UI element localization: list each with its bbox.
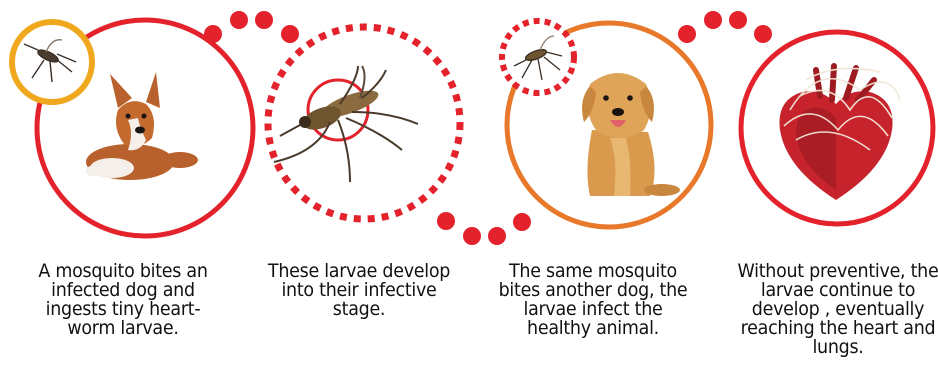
connector-dot (281, 25, 299, 43)
connector-dot (463, 227, 481, 245)
connector-dot (678, 25, 696, 43)
connector-dot (230, 11, 248, 29)
step-2-caption: These larvae develop into their infectiv… (262, 262, 455, 319)
heart-icon (779, 66, 900, 200)
connector-dot (704, 11, 722, 29)
connector-dot (488, 227, 506, 245)
infected-dog-icon (86, 72, 198, 180)
step-1-caption: A mosquito bites an infected dog and ing… (26, 262, 219, 338)
connector-dot (204, 25, 222, 43)
connector-dot (437, 212, 455, 230)
mosquito-icon (274, 66, 418, 182)
step-4-caption: Without preventive, the larvae continue … (736, 262, 938, 357)
connector-dot (729, 11, 747, 29)
connector-dot (255, 11, 273, 29)
step-3-caption: The same mosquito bites another dog, the… (496, 262, 689, 338)
healthy-dog-icon (582, 73, 680, 196)
connector-dot (513, 213, 531, 231)
connector-dot (754, 25, 772, 43)
